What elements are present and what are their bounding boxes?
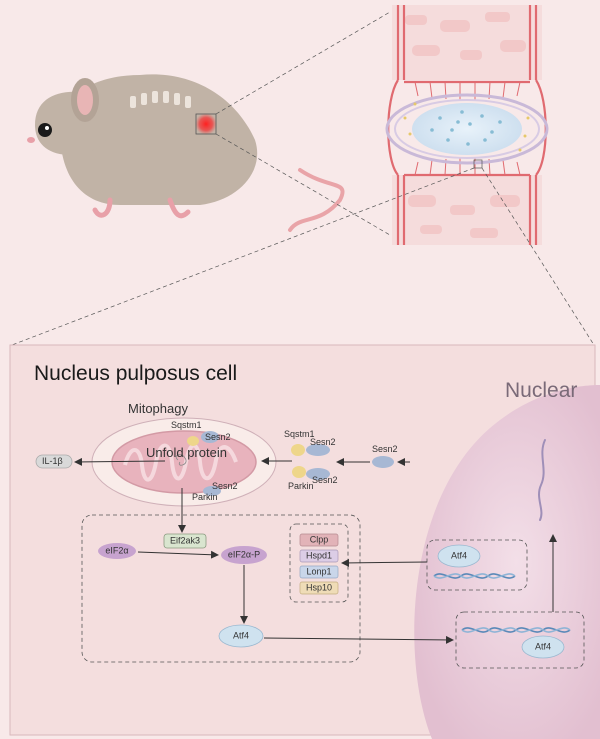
mouse-illustration <box>27 11 391 236</box>
cyto-sesn2-bottom-label: Sesn2 <box>312 475 338 485</box>
atf4-nucleus-top-label: Atf4 <box>450 550 468 561</box>
eif2ak3-label: Eif2ak3 <box>169 535 201 546</box>
panel-title: Nucleus pulposus cell <box>34 362 238 385</box>
protein-clpp: Clpp <box>309 534 329 545</box>
cyto-sesn2-single-label: Sesn2 <box>372 444 398 454</box>
mito-sqstm1-label: Sqstm1 <box>171 420 202 430</box>
il1b-label: IL-1β <box>42 456 63 466</box>
unfold-protein-label: Unfold protein <box>146 445 227 460</box>
mito-sesn2-top-label: Sesn2 <box>205 432 231 442</box>
protein-lonp1: Lonp1 <box>306 566 332 577</box>
protein-hspd1: Hspd1 <box>305 550 333 561</box>
mitophagy-label: Mitophagy <box>128 401 188 416</box>
disc-illustration <box>11 5 595 346</box>
atf4-cyto-label: Atf4 <box>232 630 250 641</box>
mito-sesn2-bottom-label: Sesn2 <box>212 481 238 491</box>
cyto-parkin-label: Parkin <box>288 481 314 491</box>
nuclear-label: Nuclear <box>505 379 578 402</box>
cyto-sesn2-top-label: Sesn2 <box>310 437 336 447</box>
protein-hsp10: Hsp10 <box>305 582 333 593</box>
mitochondrion <box>91 417 277 507</box>
eif2a-p-label: eIF2α-P <box>227 549 261 560</box>
cyto-sqstm1-label: Sqstm1 <box>284 429 315 439</box>
eif2a-label: eIF2α <box>105 545 129 556</box>
mito-parkin-label: Parkin <box>192 492 218 502</box>
atf4-nucleus-bottom-label: Atf4 <box>534 641 552 652</box>
